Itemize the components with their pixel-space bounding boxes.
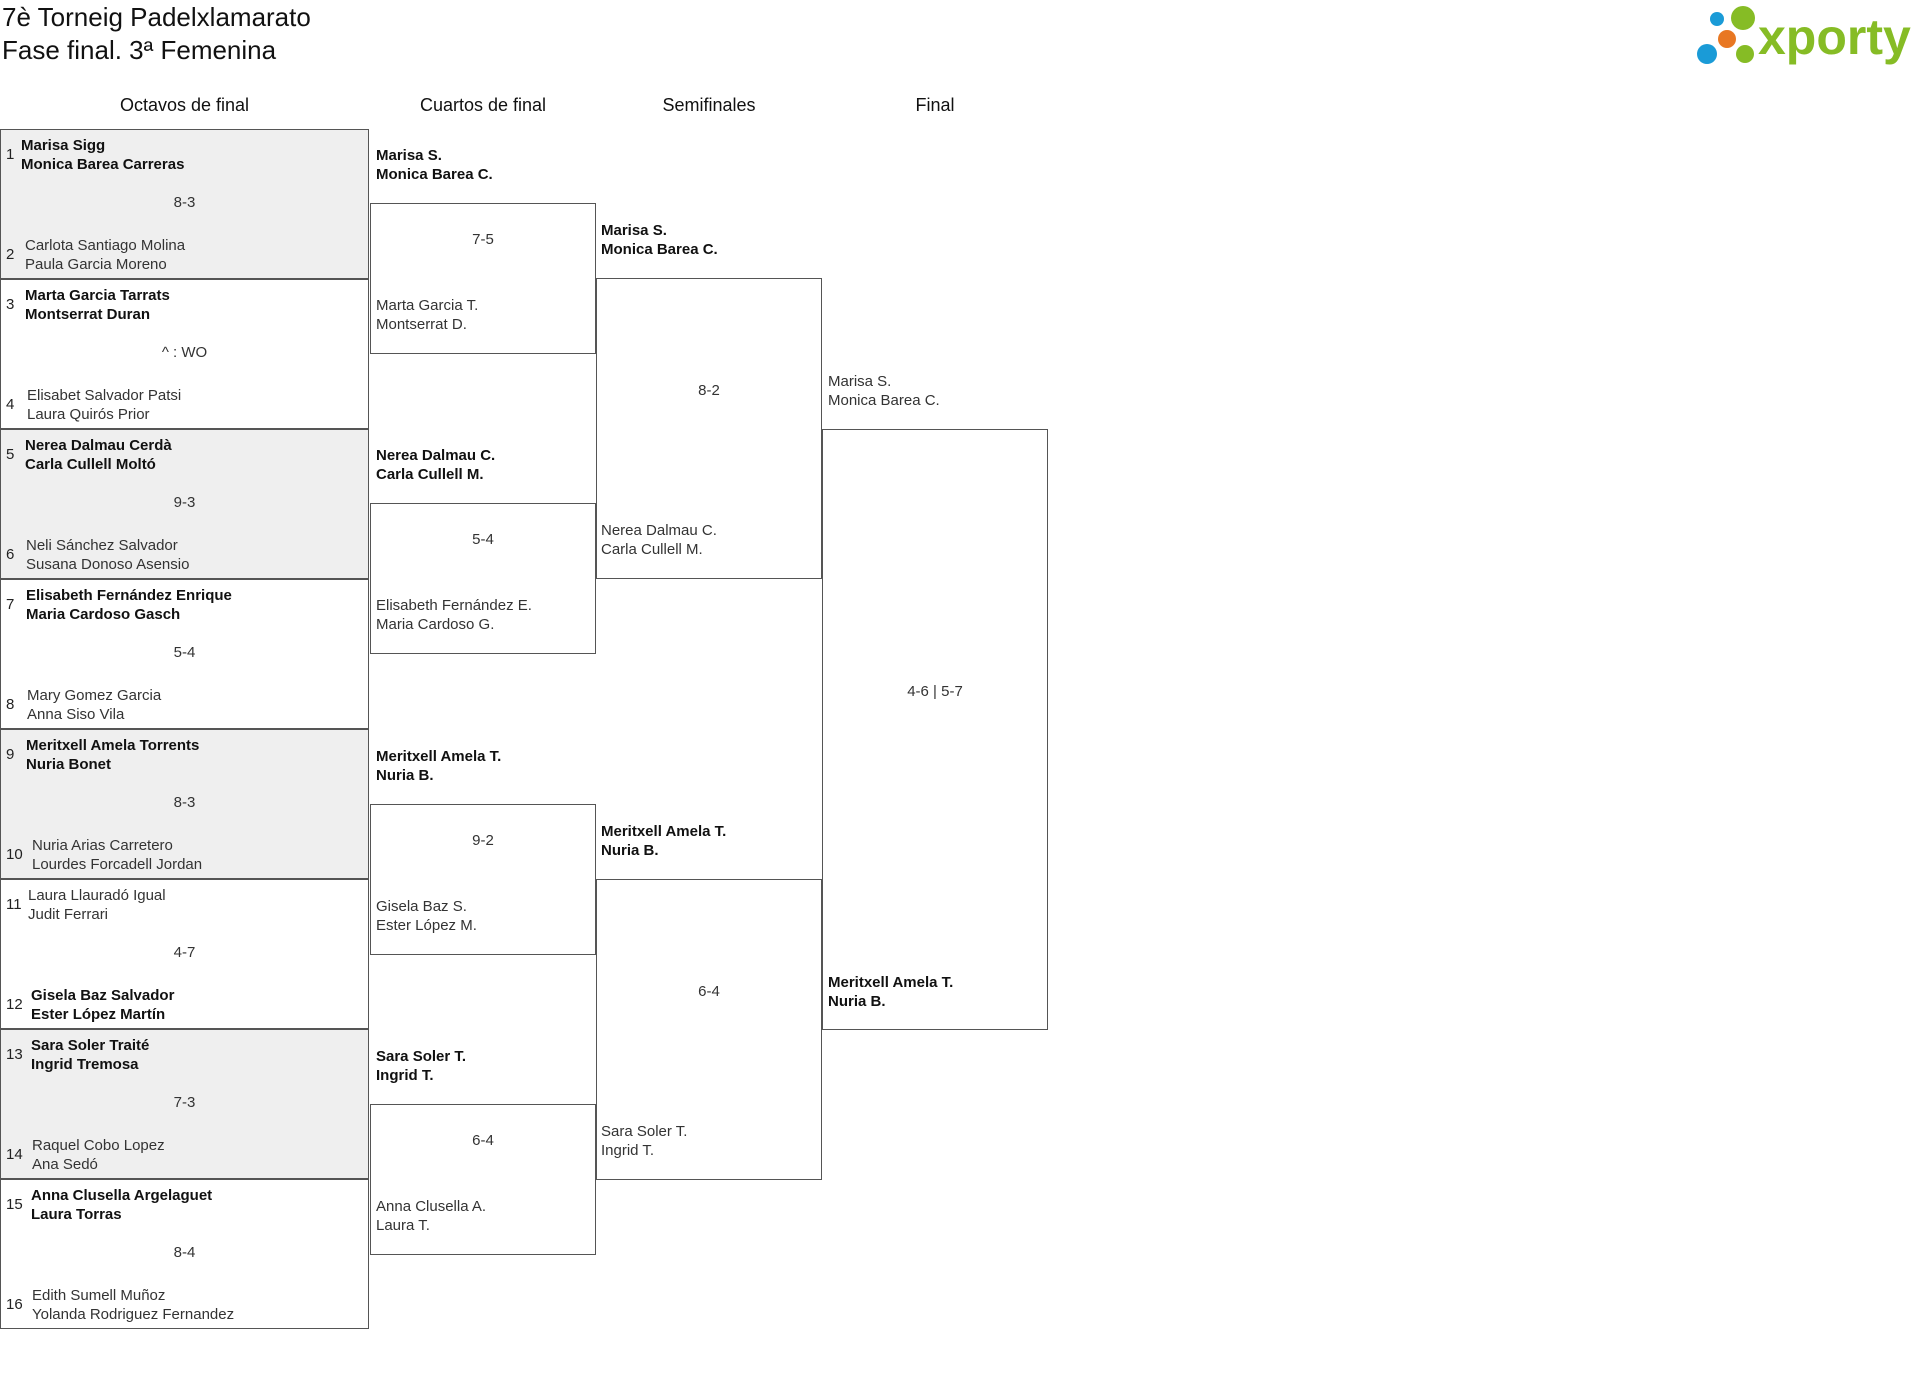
round-header-cuartos: Cuartos de final xyxy=(419,95,547,115)
cuartos-connector-4 xyxy=(370,1104,596,1255)
cuartos-3-score: 9-2 xyxy=(472,832,494,849)
match-score: 7-3 xyxy=(173,1094,196,1111)
cuartos-2-pair-top: Nerea Dalmau C.Carla Cullell M. xyxy=(376,447,496,483)
seed-number: 14 xyxy=(6,1146,23,1163)
seed-number: 8 xyxy=(6,696,15,713)
xporty-logo-graphic: xporty xyxy=(1697,6,1911,65)
final-pair-bottom: Meritxell Amela T.Nuria B. xyxy=(828,974,954,1010)
seed-number: 3 xyxy=(6,296,15,313)
cuartos-4-score: 6-4 xyxy=(472,1132,494,1149)
seed-number: 15 xyxy=(6,1196,23,1213)
match-score: 9-3 xyxy=(173,494,196,511)
seed-number: 5 xyxy=(6,446,15,463)
round-header-semifinales: Semifinales xyxy=(662,95,756,115)
seed-number: 11 xyxy=(6,896,22,913)
seed-number: 1 xyxy=(6,146,15,163)
final-connector xyxy=(822,429,1048,1030)
seed-number: 4 xyxy=(6,396,15,413)
round-header-final: Final xyxy=(915,95,955,115)
cuartos-3-pair-top: Meritxell Amela T.Nuria B. xyxy=(376,748,502,784)
seed-number: 2 xyxy=(6,246,15,263)
cuartos-2-score: 5-4 xyxy=(472,531,494,548)
tournament-title: 7è Torneig Padelxlamarato xyxy=(2,2,311,32)
seed-number: 13 xyxy=(6,1046,23,1063)
logo-text: xporty xyxy=(1758,9,1911,65)
seed-number: 6 xyxy=(6,546,15,563)
round-header-octavos: Octavos de final xyxy=(119,95,250,115)
phase-subtitle: Fase final. 3ª Femenina xyxy=(2,35,277,65)
match-score: 8-4 xyxy=(173,1244,196,1261)
semis-1-score: 8-2 xyxy=(698,382,720,399)
cuartos-3-pair-bottom: Gisela Baz S.Ester López M. xyxy=(376,898,477,934)
semis-1-pair-top: Marisa S.Monica Barea C. xyxy=(601,222,718,258)
seed-number: 10 xyxy=(6,846,23,863)
semis-2-score: 6-4 xyxy=(698,983,720,1000)
match-score: 8-3 xyxy=(173,194,196,211)
cuartos-connector-1 xyxy=(370,203,596,354)
semis-connector-2 xyxy=(596,879,822,1180)
semis-2-pair-bottom: Sara Soler T.Ingrid T. xyxy=(601,1123,688,1159)
xporty-logo: xporty xyxy=(1695,4,1920,66)
semis-1-pair-bottom: Nerea Dalmau C.Carla Cullell M. xyxy=(601,522,717,558)
final-pair-top: Marisa S.Monica Barea C. xyxy=(828,373,940,409)
seed-number: 7 xyxy=(6,596,15,613)
cuartos-1-score: 7-5 xyxy=(472,231,494,248)
match-score: 4-7 xyxy=(173,944,196,961)
semis-2-pair-top: Meritxell Amela T.Nuria B. xyxy=(601,823,727,859)
match-score: 5-4 xyxy=(173,644,196,661)
seed-number: 9 xyxy=(6,746,15,763)
final-score: 4-6 | 5-7 xyxy=(907,683,963,700)
semis-connector-1 xyxy=(596,278,822,579)
cuartos-2-pair-bottom: Elisabeth Fernández E.Maria Cardoso G. xyxy=(376,597,532,633)
seed-number: 16 xyxy=(6,1296,23,1313)
cuartos-connector-3 xyxy=(370,804,596,955)
cuartos-4-pair-top: Sara Soler T.Ingrid T. xyxy=(376,1048,467,1084)
cuartos-1-pair-top: Marisa S.Monica Barea C. xyxy=(376,147,493,183)
cuartos-1-pair-bottom: Marta Garcia T.Montserrat D. xyxy=(376,297,479,333)
cuartos-4-pair-bottom: Anna Clusella A.Laura T. xyxy=(376,1198,487,1234)
cuartos-connector-2 xyxy=(370,503,596,654)
seed-number: 12 xyxy=(6,996,23,1013)
match-score: ^ : WO xyxy=(161,344,208,361)
match-score: 8-3 xyxy=(173,794,196,811)
